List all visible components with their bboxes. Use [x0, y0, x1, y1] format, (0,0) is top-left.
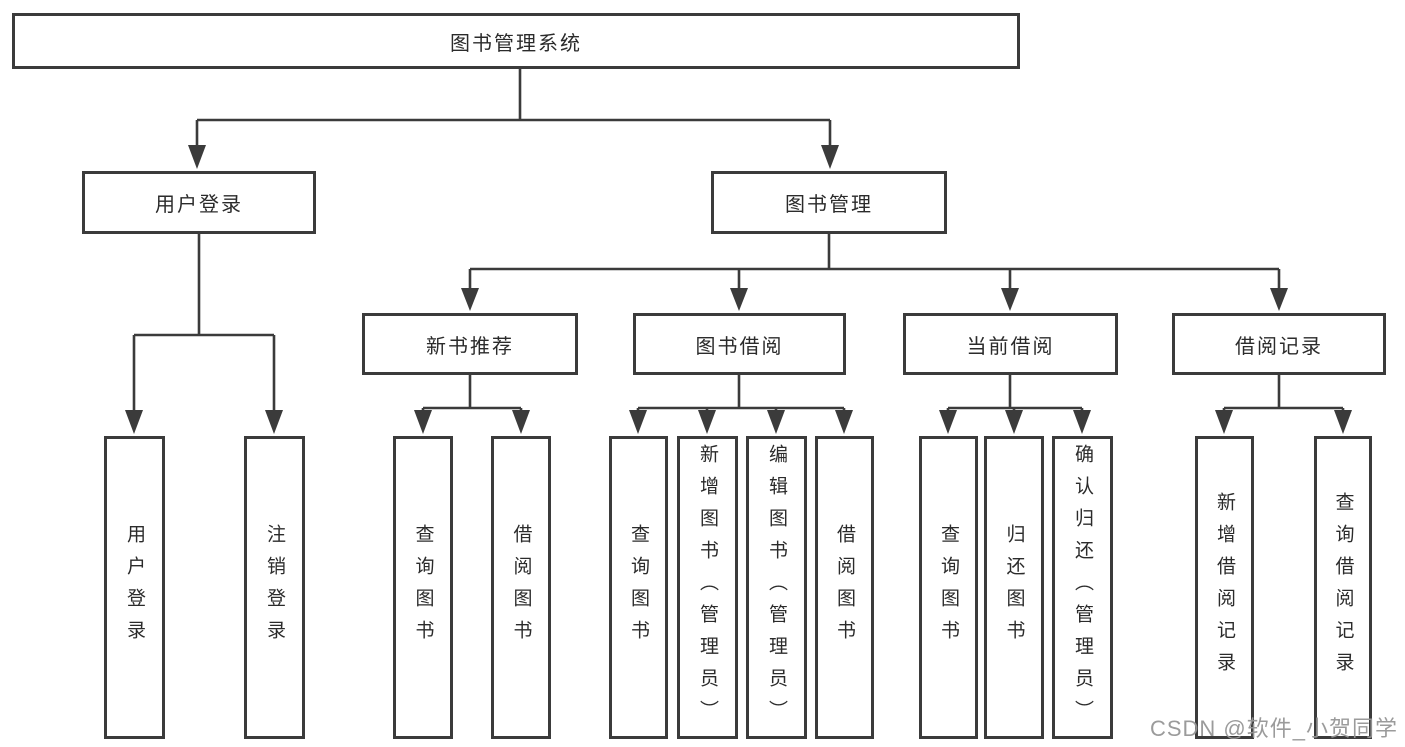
leaf-logout-label: 注销登录 — [264, 523, 285, 652]
leaf-add-book-admin: 新增图书（管理员） — [677, 436, 738, 739]
leaf-add-borrow-record: 新增借阅记录 — [1195, 436, 1254, 739]
node-book-management: 图书管理 — [711, 171, 947, 234]
leaf-query-borrow-record: 查询借阅记录 — [1314, 436, 1372, 739]
leaf-confirm-return-admin-label: 确认归还（管理员） — [1072, 443, 1093, 732]
node-book-borrow: 图书借阅 — [633, 313, 846, 375]
leaf-user-login: 用户登录 — [104, 436, 165, 739]
csdn-watermark: CSDN @软件_小贺同学 — [1149, 716, 1398, 741]
node-user-login: 用户登录 — [82, 171, 316, 234]
leaf-query-book-current-label: 查询图书 — [938, 523, 959, 652]
leaf-edit-book-admin-label: 编辑图书（管理员） — [766, 443, 787, 732]
leaf-return-book: 归还图书 — [984, 436, 1044, 739]
leaf-query-book-borrow-label: 查询图书 — [628, 523, 649, 652]
leaf-user-login-label: 用户登录 — [124, 523, 145, 652]
leaf-edit-book-admin: 编辑图书（管理员） — [746, 436, 807, 739]
leaf-query-book-current: 查询图书 — [919, 436, 978, 739]
leaf-borrow-book: 借阅图书 — [815, 436, 874, 739]
leaf-query-book-recommend-label: 查询图书 — [412, 523, 434, 652]
leaf-logout: 注销登录 — [244, 436, 305, 739]
leaf-add-borrow-record-label: 新增借阅记录 — [1214, 491, 1235, 684]
leaf-borrow-book-recommend-label: 借阅图书 — [510, 523, 532, 652]
node-current-borrow: 当前借阅 — [903, 313, 1118, 375]
leaf-query-book-recommend: 查询图书 — [393, 436, 453, 739]
node-borrow-records: 借阅记录 — [1172, 313, 1386, 375]
leaf-add-book-admin-label: 新增图书（管理员） — [697, 443, 718, 732]
leaf-borrow-book-recommend: 借阅图书 — [491, 436, 551, 739]
leaf-borrow-book-label: 借阅图书 — [834, 523, 855, 652]
leaf-query-borrow-record-label: 查询借阅记录 — [1332, 491, 1354, 684]
leaf-query-book-borrow: 查询图书 — [609, 436, 668, 739]
node-new-book-recommend: 新书推荐 — [362, 313, 578, 375]
leaf-confirm-return-admin: 确认归还（管理员） — [1052, 436, 1113, 739]
leaf-return-book-label: 归还图书 — [1003, 523, 1025, 652]
node-root: 图书管理系统 — [12, 13, 1020, 69]
